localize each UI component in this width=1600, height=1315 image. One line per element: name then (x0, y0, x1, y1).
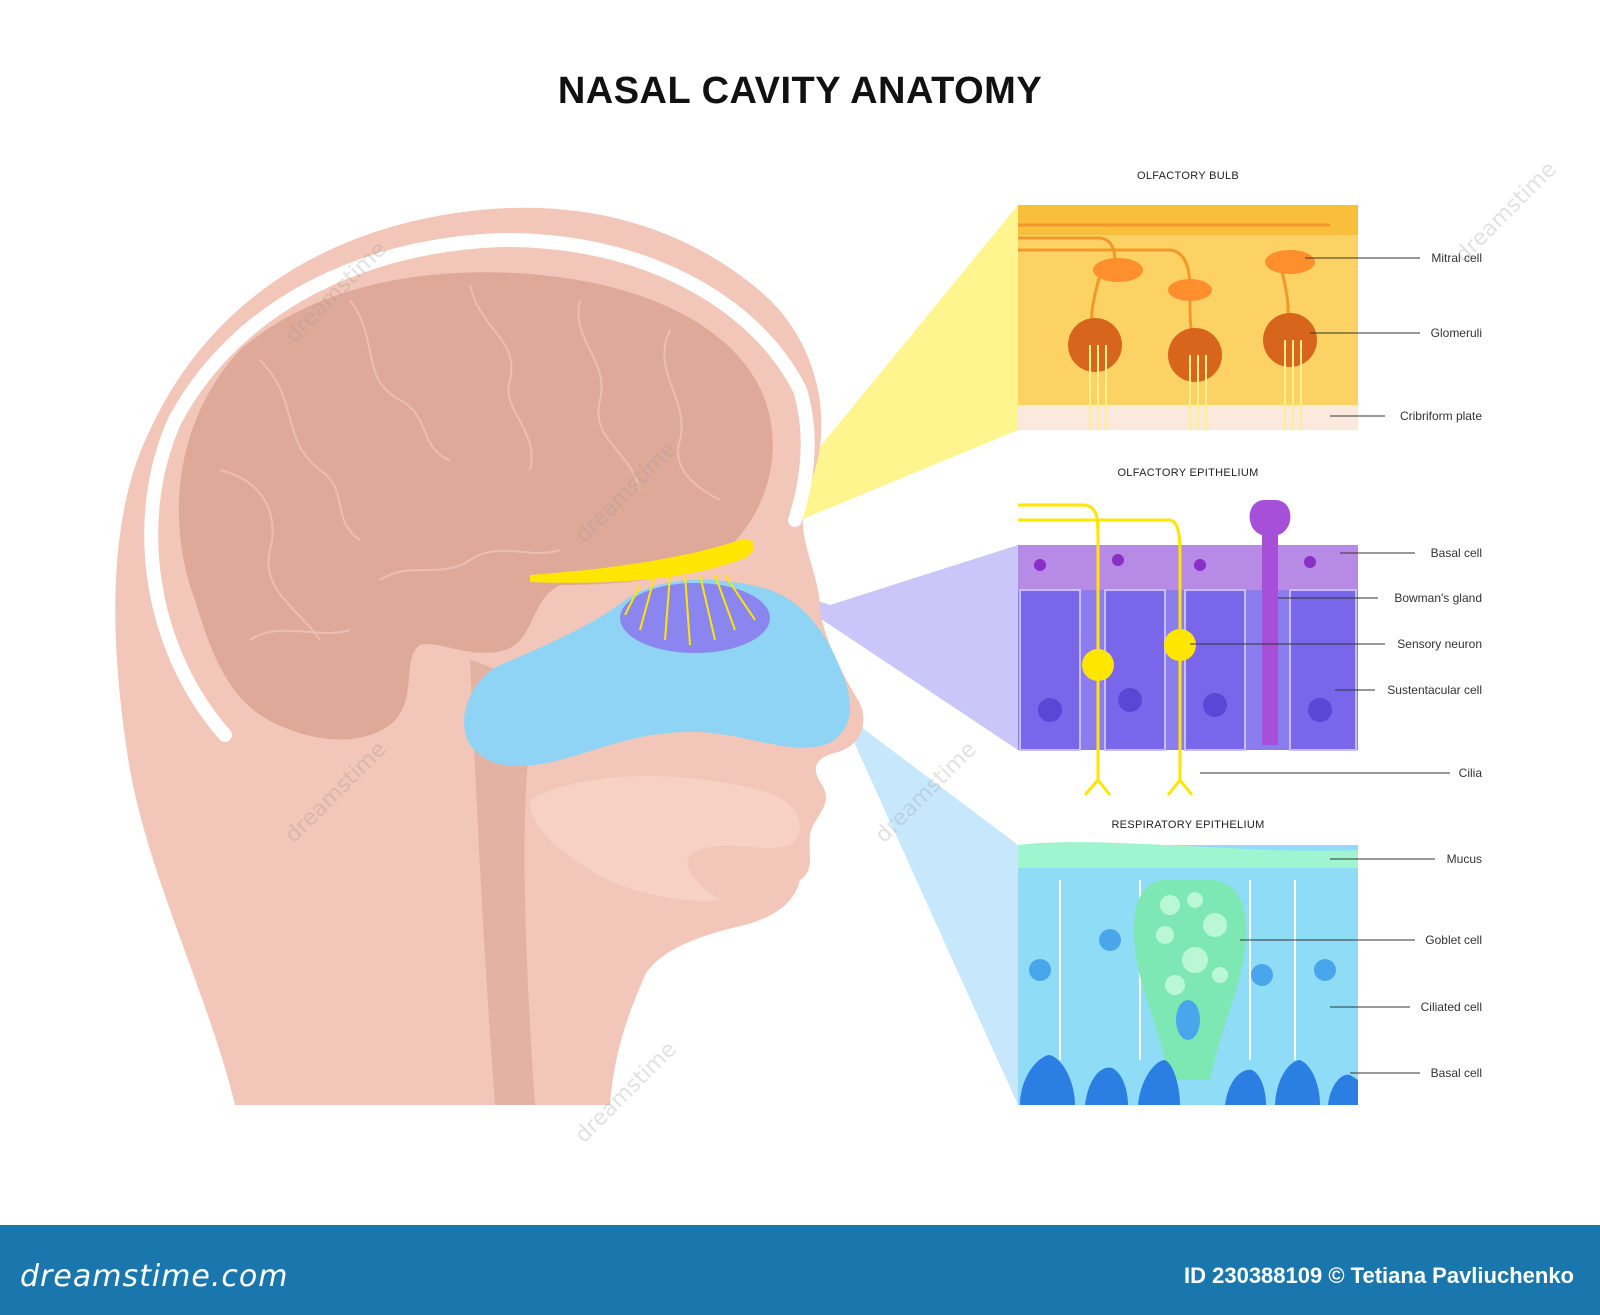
skull-outline (144, 232, 815, 742)
brain-stem (470, 660, 535, 1105)
leader-lines (1190, 257, 1450, 1074)
label-mitral-cell: Mitral cell (1431, 251, 1482, 265)
beam-respiratory-epithelium (835, 700, 1018, 1105)
label-bowmans-gland: Bowman's gland (1394, 591, 1482, 605)
brain (178, 272, 773, 740)
label-cribriform-plate: Cribriform plate (1399, 409, 1482, 423)
olfactory-nerve-fibers (624, 574, 756, 646)
sinus (545, 636, 591, 672)
label-basal-cell-respiratory: Basal cell (1430, 1066, 1482, 1080)
panel-olfactory-epithelium (1018, 500, 1358, 796)
footer-brand[interactable]: dreamstime.com (20, 1259, 289, 1294)
label-goblet-cell: Goblet cell (1425, 933, 1482, 947)
section-title-olfactory-epithelium: OLFACTORY EPITHELIUM (1117, 467, 1259, 479)
section-title-olfactory-bulb: OLFACTORY BULB (1136, 170, 1240, 182)
footer-image-id: ID 230388109 © Tetiana Pavliuchenko (1184, 1263, 1574, 1288)
label-ciliated-cell: Ciliated cell (1420, 1000, 1482, 1014)
panel-respiratory-epithelium (1018, 842, 1358, 1105)
olfactory-tract (530, 539, 755, 583)
label-glomeruli: Glomeruli (1430, 326, 1482, 340)
label-sustentacular-cell: Sustentacular cell (1387, 683, 1482, 697)
panel-olfactory-bulb (1018, 205, 1358, 430)
footer-bar: dreamstime.com ID 230388109 © Tetiana Pa… (0, 1225, 1600, 1315)
label-basal-cell-olfactory: Basal cell (1430, 546, 1482, 560)
label-mucus: Mucus (1446, 852, 1482, 866)
brain-gyri (219, 284, 721, 641)
label-cilia: Cilia (1458, 766, 1482, 780)
label-sensory-neuron: Sensory neuron (1397, 637, 1482, 651)
beam-olfactory-epithelium (770, 545, 1018, 750)
olfactory-region (620, 583, 770, 653)
page-title: NASAL CAVITY ANATOMY (557, 70, 1043, 112)
section-title-respiratory-epithelium: RESPIRATORY EPITHELIUM (1111, 819, 1265, 831)
palate (530, 776, 800, 901)
